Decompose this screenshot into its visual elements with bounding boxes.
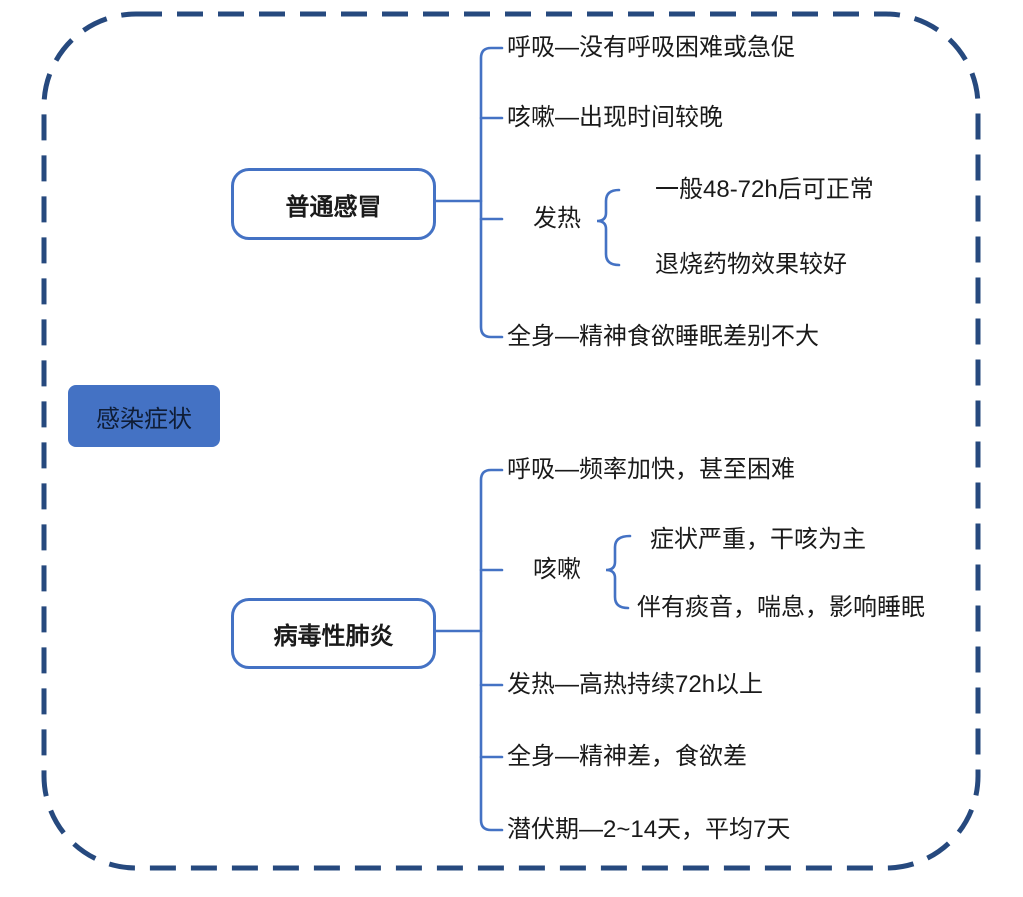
branch-node-common-cold: 普通感冒	[231, 168, 436, 240]
branch1-trunk-line	[479, 46, 504, 339]
branch1-fever-brace	[596, 188, 621, 267]
leaf-cold-breathing: 呼吸—没有呼吸困难或急促	[507, 34, 795, 62]
leaf-cold-cough: 咳嗽—出现时间较晚	[507, 104, 723, 132]
leaf-pneumonia-cough-label: 咳嗽	[533, 556, 581, 584]
leaf-cold-fever-detail-1: 一般48-72h后可正常	[655, 176, 874, 204]
leaf-pneumonia-incubation: 潜伏期—2~14天，平均7天	[507, 816, 791, 844]
leaf-pneumonia-breathing: 呼吸—频率加快，甚至困难	[507, 456, 795, 484]
root-node-infection-symptoms: 感染症状	[68, 385, 220, 447]
leaf-cold-systemic: 全身—精神食欲睡眠差别不大	[507, 323, 819, 351]
dashed-outer-border	[41, 11, 981, 871]
branch2-trunk-line	[479, 468, 504, 832]
leaf-pneumonia-fever: 发热—高热持续72h以上	[507, 671, 764, 699]
leaf-cold-fever-label: 发热	[533, 205, 581, 233]
leaf-cold-fever-detail-2: 退烧药物效果较好	[655, 251, 847, 279]
leaf-pneumonia-cough-detail-2: 伴有痰音，喘息，影响睡眠	[637, 594, 925, 622]
branch2-cough-brace	[605, 534, 632, 610]
branch-node-viral-pneumonia: 病毒性肺炎	[231, 598, 436, 669]
leaf-pneumonia-systemic: 全身—精神差，食欲差	[507, 743, 747, 771]
leaf-pneumonia-cough-detail-1: 症状严重，干咳为主	[650, 526, 866, 554]
